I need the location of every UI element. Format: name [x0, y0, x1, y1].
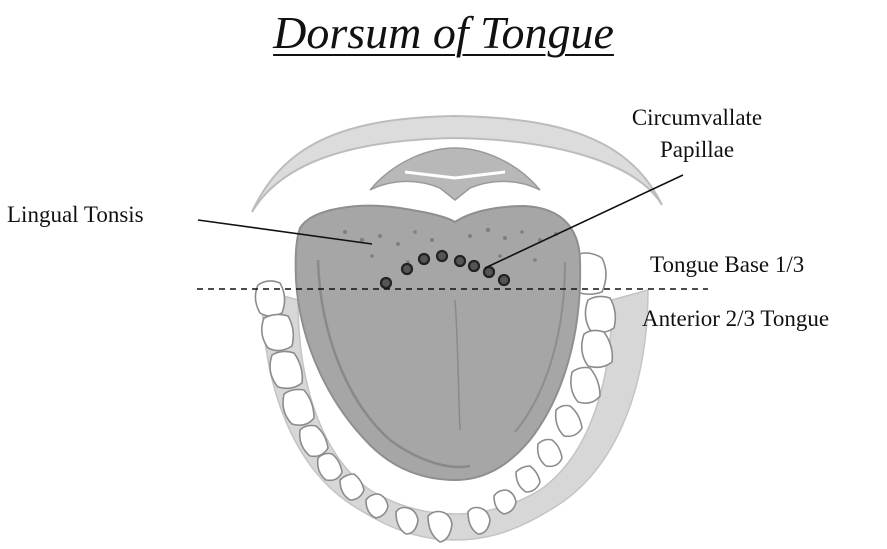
- circumvallate-label-line2: Papillae: [622, 134, 772, 166]
- uvula: [370, 148, 540, 200]
- circumvallate-label: Circumvallate Papillae: [622, 102, 772, 166]
- tongue-body: [296, 206, 581, 480]
- tongue-base-label: Tongue Base 1/3: [650, 252, 804, 278]
- anterior-label: Anterior 2/3 Tongue: [642, 306, 829, 332]
- lingual-tonsis-label: Lingual Tonsis: [7, 202, 144, 228]
- circumvallate-label-line1: Circumvallate: [622, 102, 772, 134]
